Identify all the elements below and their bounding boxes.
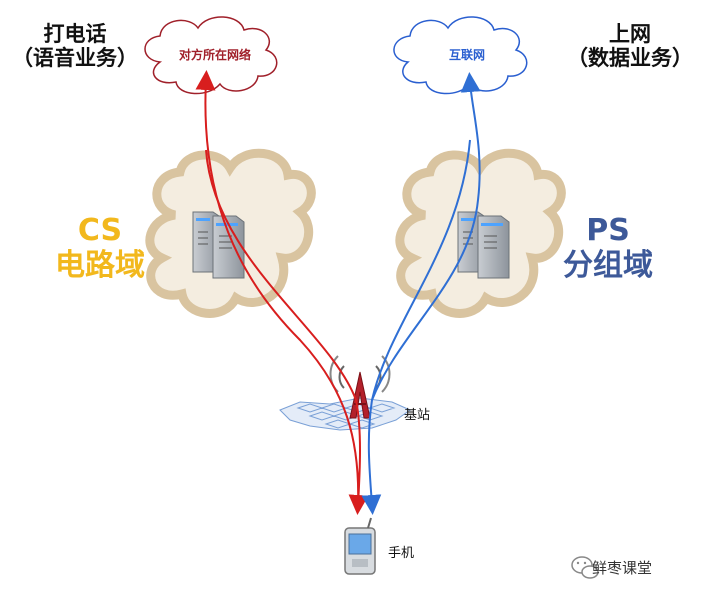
internet-label: 上网 （数据业务） bbox=[560, 22, 700, 70]
cs-server-icon bbox=[192, 211, 245, 279]
phone-call-label: 打电话 （语音业务） bbox=[10, 22, 140, 70]
voice-path-line bbox=[195, 70, 360, 506]
data-path-line-down bbox=[361, 139, 471, 515]
ps-code: PS bbox=[586, 213, 630, 248]
watermark-text: 鲜枣课堂 bbox=[592, 559, 653, 577]
cs-code: CS bbox=[77, 213, 123, 248]
ps-domain-label: PS 分组域 bbox=[548, 213, 668, 283]
voice-path-line-down bbox=[205, 149, 369, 515]
cs-domain-label: CS 电路域 bbox=[40, 213, 160, 283]
internet-cloud-text: 互联网 bbox=[448, 48, 485, 62]
ps-server-icon bbox=[457, 211, 510, 279]
mobile-phone-label: 手机 bbox=[388, 546, 415, 561]
mobile-phone-icon bbox=[344, 517, 376, 575]
peer-network-cloud bbox=[144, 16, 278, 95]
ps-name: 分组域 bbox=[563, 247, 653, 283]
wechat-icon bbox=[571, 556, 599, 579]
peer-network-text: 对方所在网络 bbox=[178, 48, 251, 62]
cs-name: 电路域 bbox=[55, 247, 145, 283]
internet-title: 上网 bbox=[609, 22, 651, 46]
base-station-label: 基站 bbox=[404, 408, 431, 423]
phone-call-title: 打电话 bbox=[43, 22, 107, 46]
voice-service-label: （语音业务） bbox=[12, 46, 138, 71]
data-service-label: （数据业务） bbox=[567, 46, 693, 71]
data-path-line bbox=[371, 72, 481, 401]
internet-cloud bbox=[393, 16, 528, 95]
